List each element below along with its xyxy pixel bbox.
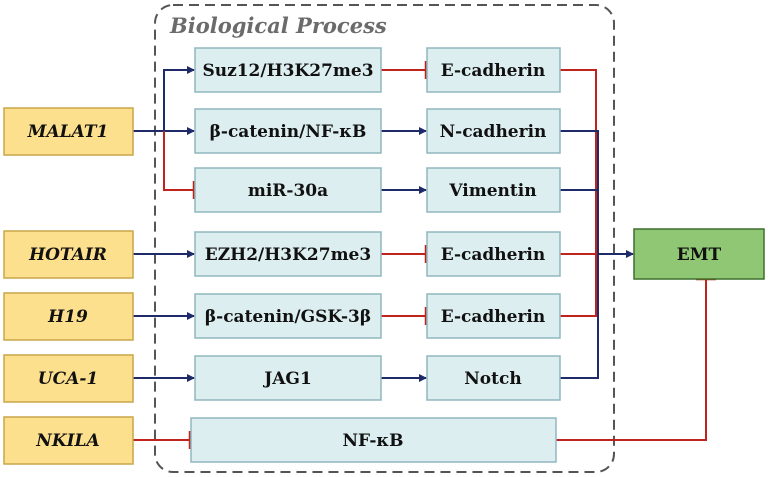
target-label: E-cadherin [441,245,546,265]
mediator-label: β-catenin/GSK-3β [205,307,371,327]
process-title: Biological Process [169,13,387,38]
target-ecadherin-3: E-cadherin [426,293,561,339]
blue-collector [560,130,599,254]
mediator-label: β-catenin/NF-κB [210,122,367,142]
target-vimentin: Vimentin [426,167,561,213]
lncrna-label: H19 [47,307,88,327]
target-notch: Notch [426,355,561,401]
lncrna-label: UCA-1 [38,369,98,389]
mediator-mir30a: miR-30a [194,167,382,213]
target-ecadherin-2: E-cadherin [426,231,561,277]
blue-link-notch [560,254,599,379]
outcome-label: EMT [677,245,722,265]
outcome-emt: EMT [633,228,765,280]
target-label: Notch [464,369,521,389]
target-label: E-cadherin [441,61,546,81]
mediator-label: EZH2/H3K27me3 [205,245,371,265]
lncrna-label: NKILA [35,431,99,451]
mediator-label: miR-30a [248,181,328,201]
red-link-ecad-3 [560,254,597,317]
target-ncadherin: N-cadherin [426,108,561,154]
mediator-label: Suz12/H3K27me3 [202,61,373,81]
biological-process-frame [154,4,615,473]
lncrna-h19: H19 [3,292,134,341]
target-label: E-cadherin [441,307,546,327]
mediator-bcatenin-nfkb: β-catenin/NF-κB [194,108,382,154]
mediator-suz12: Suz12/H3K27me3 [194,47,382,93]
title-backdrop [166,12,382,38]
mediator-jag1: JAG1 [194,355,382,401]
target-label: Vimentin [448,181,536,201]
arrow-malat1-suz12 [163,66,195,131]
mediator-label: NF-κB [342,431,403,451]
inhibit-malat1-mir30a [163,131,194,191]
lncrna-label: MALAT1 [27,122,109,142]
lncrna-hotair: HOTAIR [3,230,134,279]
lncrna-uca1: UCA-1 [3,354,134,403]
lncrna-label: HOTAIR [28,245,107,265]
target-label: N-cadherin [440,122,547,142]
lncrna-nkila: NKILA [3,416,134,465]
mediator-bcatenin-gsk3b: β-catenin/GSK-3β [194,293,382,339]
target-ecadherin-1: E-cadherin [426,47,561,93]
inhibit-nfkb-emt [556,279,707,441]
mediator-nfkb: NF-κB [190,417,557,463]
mediator-ezh2: EZH2/H3K27me3 [194,231,382,277]
mediator-label: JAG1 [262,369,312,389]
red-collector [560,69,597,254]
lncrna-malat1: MALAT1 [3,107,134,156]
